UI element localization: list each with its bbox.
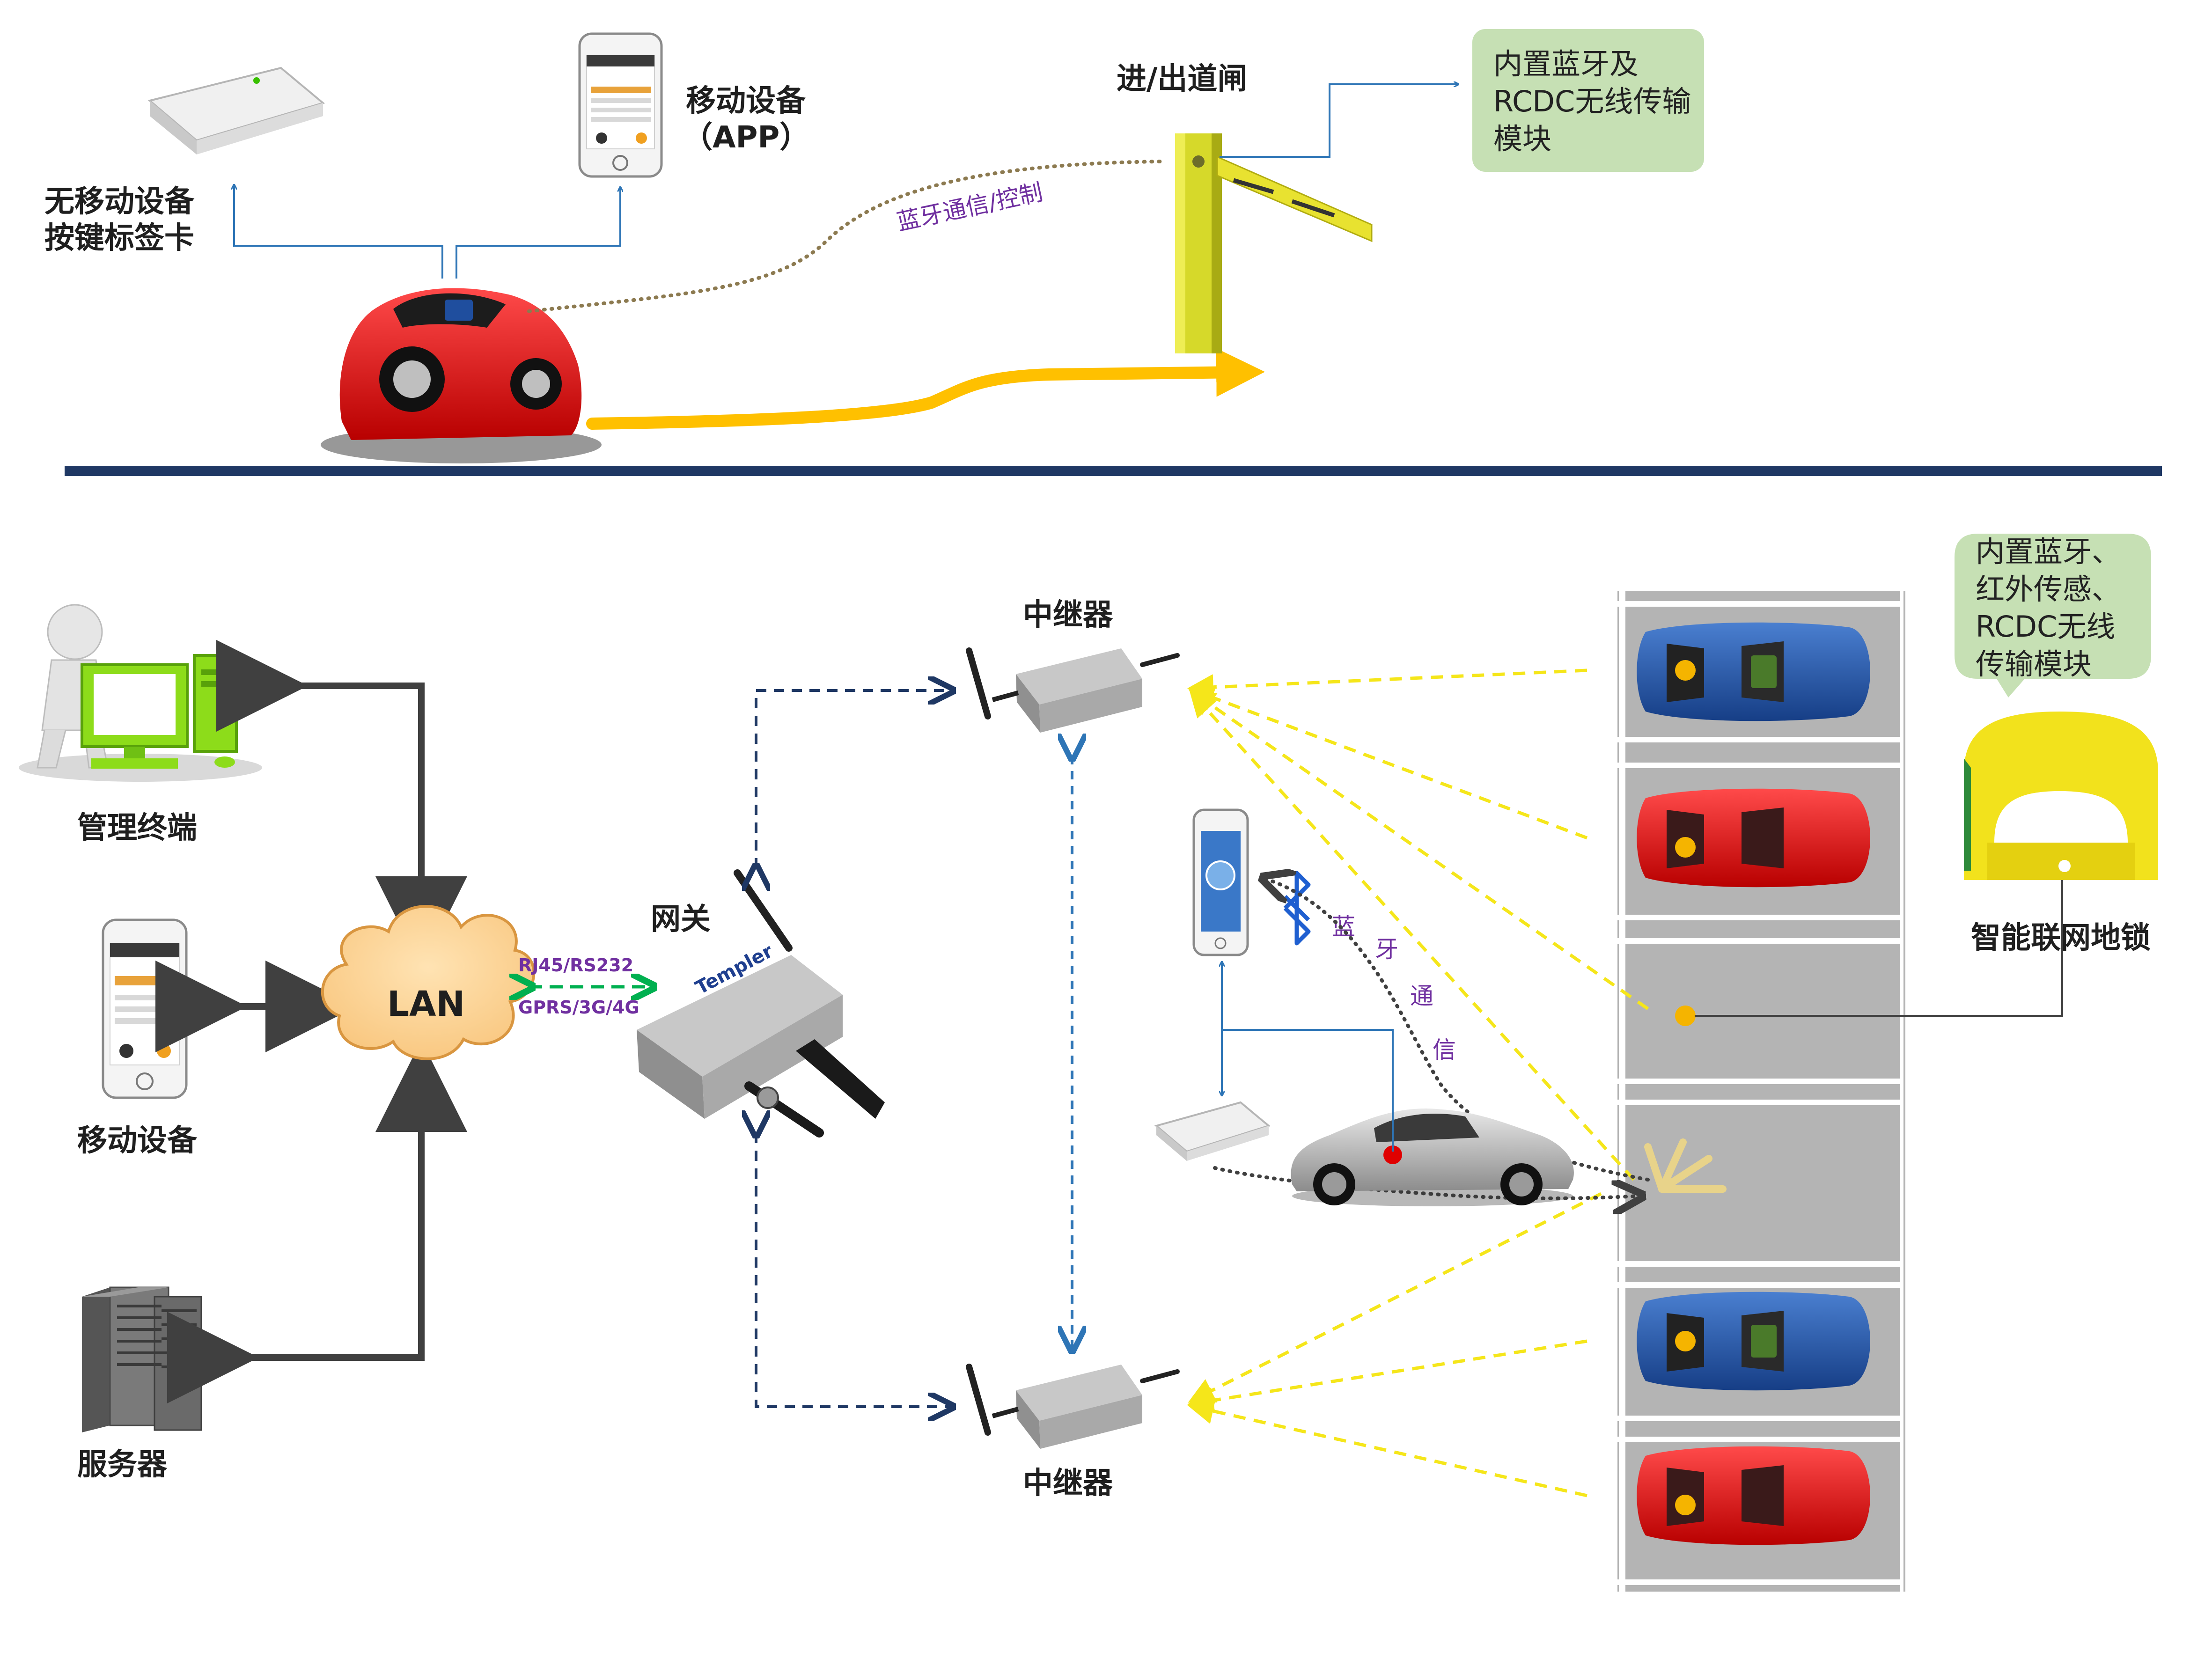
bt-car-phone-path — [1266, 879, 1650, 1182]
management-terminal — [19, 604, 262, 782]
iface-top-label: RJ45/RS232 — [518, 955, 633, 976]
lock-module-note-text: 内置蓝牙、 红外传感、 RCDC无线 传输模块 — [1976, 535, 2130, 681]
relay-top-device — [966, 647, 1180, 733]
gateway-label: 网关 — [651, 902, 711, 937]
section-divider — [65, 466, 2162, 476]
car-to-devices-link — [1222, 1029, 1394, 1152]
car-movement-arrow — [586, 348, 1265, 430]
mobile-phone-top — [578, 32, 663, 178]
parked-car-2 — [1637, 788, 1870, 888]
lan-cloud — [321, 905, 536, 1060]
bt-char-1: 蓝 — [1332, 913, 1355, 940]
keycard-label: 无移动设备 按键标签卡 — [44, 184, 205, 256]
parked-car-3 — [1637, 1292, 1870, 1391]
keycard-device — [147, 66, 325, 154]
car-motion-path — [1213, 1166, 1639, 1198]
server-label: 服务器 — [77, 1447, 168, 1482]
sensor-dots — [1675, 660, 1696, 1515]
mobile-bottom-label: 移动设备 — [77, 1123, 198, 1158]
parking-lot — [1617, 591, 1905, 1592]
lock-module-note — [1955, 534, 2151, 697]
mgmt-label: 管理终端 — [77, 811, 197, 845]
iface-bottom-label: GPRS/3G/4G — [518, 997, 639, 1018]
gateway-relay-top-link — [756, 690, 950, 868]
gate-module-note — [1472, 29, 1704, 172]
parking-gate — [1175, 133, 1373, 353]
lan-label: LAN — [387, 984, 465, 1024]
gateway-relay-bottom-link — [756, 1133, 950, 1407]
relay-top-label: 中继器 — [1023, 598, 1113, 632]
red-sports-car — [321, 288, 602, 463]
bt-char-4: 信 — [1433, 1036, 1456, 1064]
server-lan-arrow — [167, 1040, 467, 1403]
gate-module-note-text: 内置蓝牙及 RCDC无线传输 模块 — [1493, 47, 1700, 156]
mobile-top-label: 移动设备 （APP） — [683, 84, 816, 155]
relay-bottom-label: 中继器 — [1023, 1466, 1113, 1501]
gateway-device: Templer — [637, 869, 885, 1138]
car-to-phone-link — [456, 187, 620, 279]
gate-to-note-link — [1220, 84, 1458, 158]
bt-char-3: 通 — [1410, 983, 1433, 1010]
bt-control-path — [527, 160, 1163, 313]
bluetooth-icon — [1283, 871, 1311, 946]
server — [82, 1286, 202, 1432]
signal-burst — [1644, 1138, 1727, 1193]
dot-to-lock-link — [1695, 852, 2063, 1017]
car-to-keycard-link — [234, 185, 443, 279]
relay-bottom-device — [966, 1364, 1180, 1449]
gate-label: 进/出道闸 — [1117, 62, 1247, 96]
bt-char-2: 牙 — [1375, 936, 1398, 963]
lock-label: 智能联网地锁 — [1971, 921, 2151, 955]
silver-car — [1291, 1108, 1574, 1206]
wireless-beams — [1187, 668, 1649, 1498]
smart-parking-lock — [1964, 712, 2158, 880]
parked-car-1 — [1637, 622, 1870, 721]
bt-control-label: 蓝牙通信/控制 — [894, 178, 1045, 236]
mobile-phone-bottom — [102, 918, 188, 1099]
mgmt-lan-arrow — [216, 640, 467, 968]
parked-car-4 — [1637, 1446, 1870, 1545]
smartphone-middle — [1192, 808, 1249, 956]
keycard-middle — [1154, 1101, 1271, 1161]
